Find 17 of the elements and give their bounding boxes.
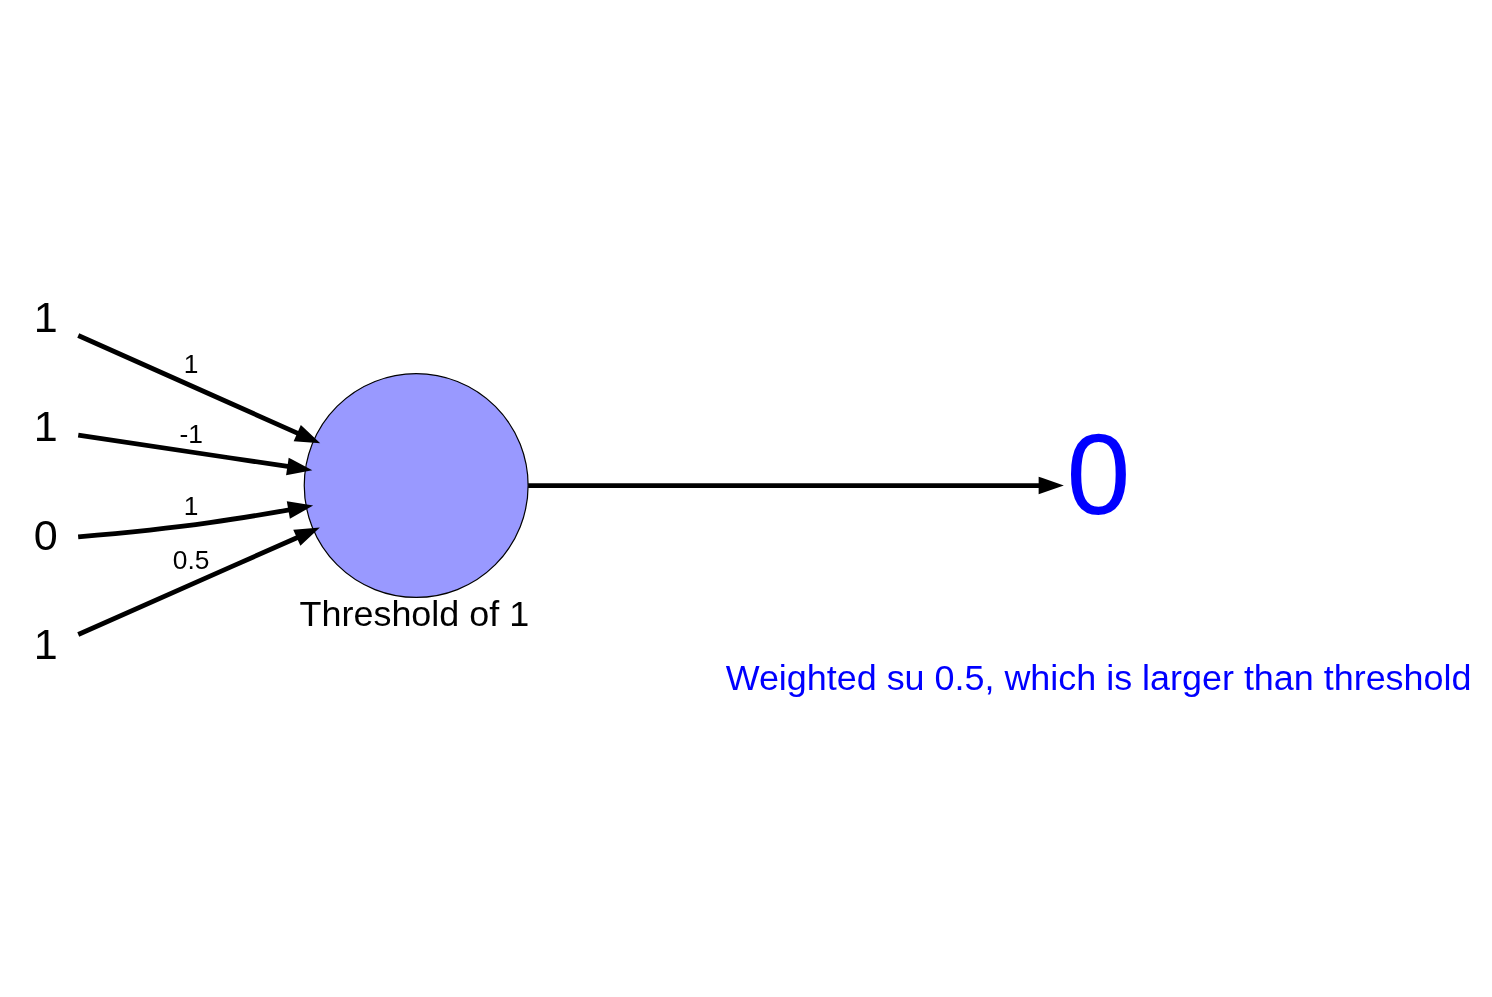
edge-label: 1 <box>183 490 199 521</box>
node-text: 0 <box>1066 409 1131 538</box>
node-label: Threshold of 1 <box>299 592 530 634</box>
arrow <box>77 527 320 637</box>
arrow <box>77 332 321 443</box>
arrow <box>77 500 314 539</box>
node-text: 1 <box>33 401 58 450</box>
label: Weighted su 0.5, which is larger than threshold <box>725 656 1472 698</box>
node-text: 1 <box>33 619 58 668</box>
node-circle <box>303 372 529 598</box>
edge-label: -1 <box>179 418 203 449</box>
edge-label: 1 <box>183 348 199 379</box>
arrow <box>77 432 313 475</box>
node-text: 1 <box>33 292 58 341</box>
node-text: 0 <box>33 510 58 559</box>
arrow <box>528 476 1064 494</box>
edge-label: 0.5 <box>172 544 210 575</box>
